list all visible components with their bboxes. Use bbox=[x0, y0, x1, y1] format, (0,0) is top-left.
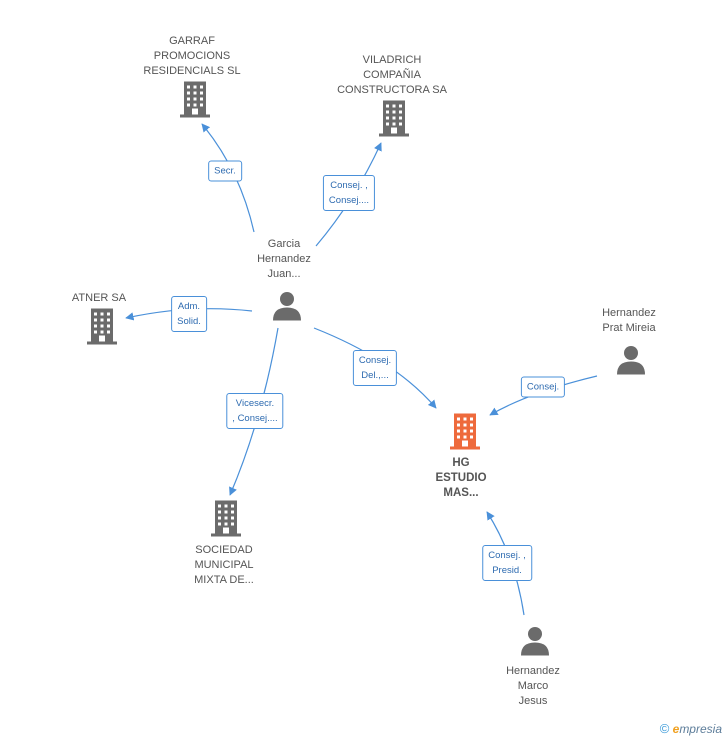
edge-label-line: Vicesecr. bbox=[235, 398, 275, 409]
edge-label-vicesecr[interactable]: Vicesecr. , Consej.... bbox=[226, 393, 284, 429]
hernandez-prat-person-icon[interactable] bbox=[616, 345, 646, 380]
edge-label-line: Consej.... bbox=[328, 195, 370, 206]
hernandez-marco-label-line: Marco bbox=[517, 680, 549, 692]
edge-label-line: , Consej.... bbox=[232, 413, 278, 424]
edge-label-consej-prat[interactable]: Consej. bbox=[520, 376, 566, 398]
hg-label-line: HG bbox=[452, 457, 470, 469]
garraf-label-line: PROMOCIONS bbox=[153, 50, 231, 62]
sociedad-label[interactable]: SOCIEDAD MUNICIPAL MIXTA DE... bbox=[194, 543, 254, 588]
garraf-label[interactable]: GARRAF PROMOCIONS RESIDENCIALS SL bbox=[143, 34, 240, 79]
sociedad-building-icon[interactable] bbox=[209, 500, 243, 542]
garcia-label[interactable]: Garcia Hernandez Juan... bbox=[257, 237, 311, 282]
garraf-label-line: RESIDENCIALS SL bbox=[143, 65, 241, 77]
garraf-building-icon[interactable] bbox=[178, 81, 212, 123]
edge-label-line: Secr. bbox=[214, 165, 236, 177]
atner-building-icon[interactable] bbox=[85, 308, 119, 350]
garcia-person-icon[interactable] bbox=[272, 291, 302, 326]
sociedad-label-line: MUNICIPAL bbox=[194, 559, 254, 571]
atner-label[interactable]: ATNER SA bbox=[72, 291, 126, 306]
edge-label-adm-solid[interactable]: Adm. Solid. bbox=[171, 296, 207, 332]
edge-label-line: Consej. bbox=[358, 355, 392, 366]
empresia-brand[interactable]: © empresia bbox=[660, 721, 722, 736]
sociedad-label-line: SOCIEDAD bbox=[195, 544, 253, 556]
edge-label-line: Consej. bbox=[526, 381, 560, 393]
hernandez-prat-label-line: Prat Mireia bbox=[602, 322, 656, 334]
hernandez-marco-person-icon[interactable] bbox=[520, 626, 550, 661]
brand-rest: mpresia bbox=[679, 722, 722, 736]
hg-label[interactable]: HG ESTUDIO MAS... bbox=[435, 456, 486, 501]
edge-label-line: Consej. , bbox=[330, 180, 368, 191]
edge-label-line: Adm. bbox=[177, 301, 201, 312]
copyright-symbol: © bbox=[659, 721, 670, 736]
hg-building-icon[interactable] bbox=[448, 413, 482, 455]
edge-label-consej-del[interactable]: Consej. Del.,... bbox=[352, 350, 398, 386]
hernandez-marco-label[interactable]: Hernandez Marco Jesus bbox=[506, 664, 560, 709]
hernandez-prat-label[interactable]: Hernandez Prat Mireia bbox=[602, 306, 656, 336]
viladrich-label-line: VILADRICH bbox=[362, 54, 422, 66]
edge-label-line: Solid. bbox=[177, 316, 201, 327]
edge-label-line: Consej. , bbox=[488, 550, 526, 561]
hg-label-line: MAS... bbox=[443, 487, 479, 499]
hernandez-prat-label-line: Hernandez bbox=[602, 307, 656, 319]
garcia-label-line: Juan... bbox=[267, 268, 301, 280]
viladrich-label[interactable]: VILADRICH COMPAÑIA CONSTRUCTORA SA bbox=[337, 53, 447, 98]
viladrich-label-line: COMPAÑIA bbox=[363, 69, 421, 81]
garcia-label-line: Garcia bbox=[267, 238, 301, 250]
brand-first-letter: e bbox=[672, 722, 680, 736]
garraf-label-line: GARRAF bbox=[169, 35, 215, 47]
viladrich-building-icon[interactable] bbox=[377, 100, 411, 142]
hernandez-marco-label-line: Jesus bbox=[518, 695, 548, 707]
garcia-label-line: Hernandez bbox=[257, 253, 311, 265]
atner-label-line: ATNER SA bbox=[71, 292, 127, 304]
sociedad-label-line: MIXTA DE... bbox=[194, 574, 254, 586]
viladrich-label-line: CONSTRUCTORA SA bbox=[337, 84, 447, 96]
edge-label-consej-presid[interactable]: Consej. , Presid. bbox=[482, 545, 532, 581]
hernandez-marco-label-line: Hernandez bbox=[506, 665, 560, 677]
hg-label-line: ESTUDIO bbox=[435, 472, 487, 484]
edge-label-line: Presid. bbox=[492, 565, 522, 576]
edge-label-consej-viladrich[interactable]: Consej. , Consej.... bbox=[322, 175, 376, 211]
edge-label-line: Del.,... bbox=[361, 370, 389, 381]
edge-label-secr[interactable]: Secr. bbox=[208, 160, 242, 182]
